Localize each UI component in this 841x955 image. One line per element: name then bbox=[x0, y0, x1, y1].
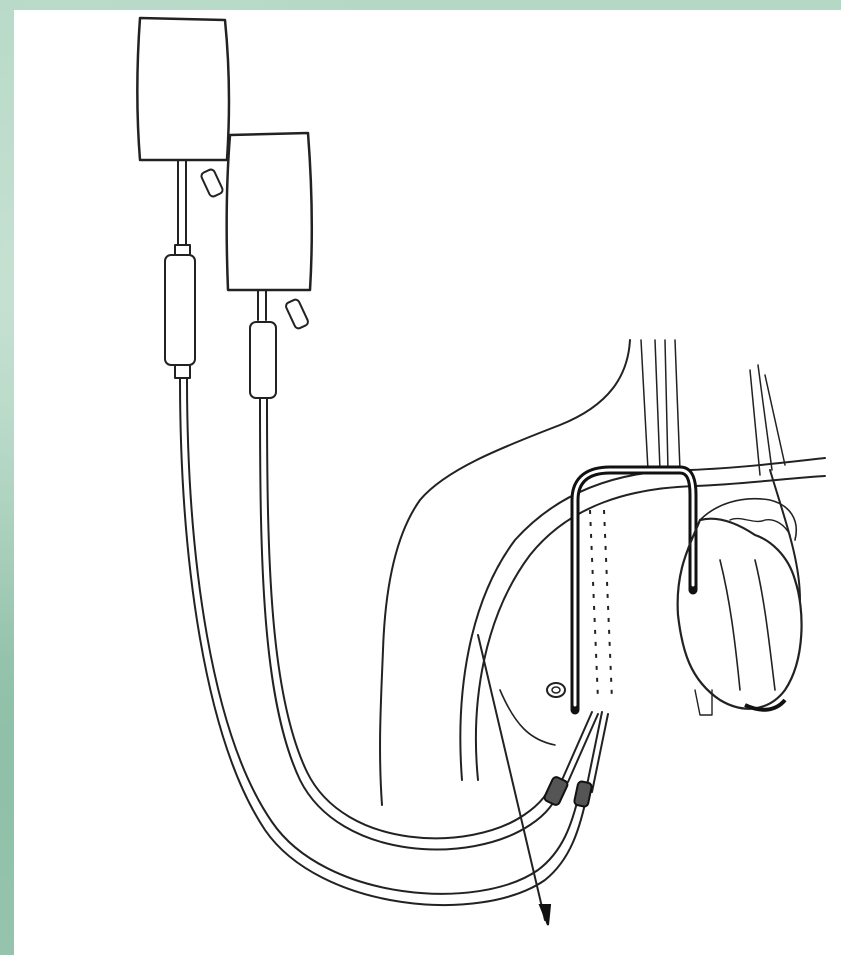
catheter-connectors bbox=[543, 712, 608, 807]
heart bbox=[678, 499, 802, 715]
drip-chamber-2 bbox=[250, 322, 276, 398]
iv-tubing-2 bbox=[260, 398, 560, 849]
neck-vessels bbox=[641, 340, 785, 475]
iv-bag-2 bbox=[227, 133, 312, 398]
body-outline bbox=[380, 340, 800, 805]
iv-bag-1 bbox=[137, 18, 229, 378]
subclavian-vessel bbox=[460, 458, 825, 780]
drip-chamber-1 bbox=[165, 255, 195, 365]
nipple bbox=[547, 683, 565, 697]
